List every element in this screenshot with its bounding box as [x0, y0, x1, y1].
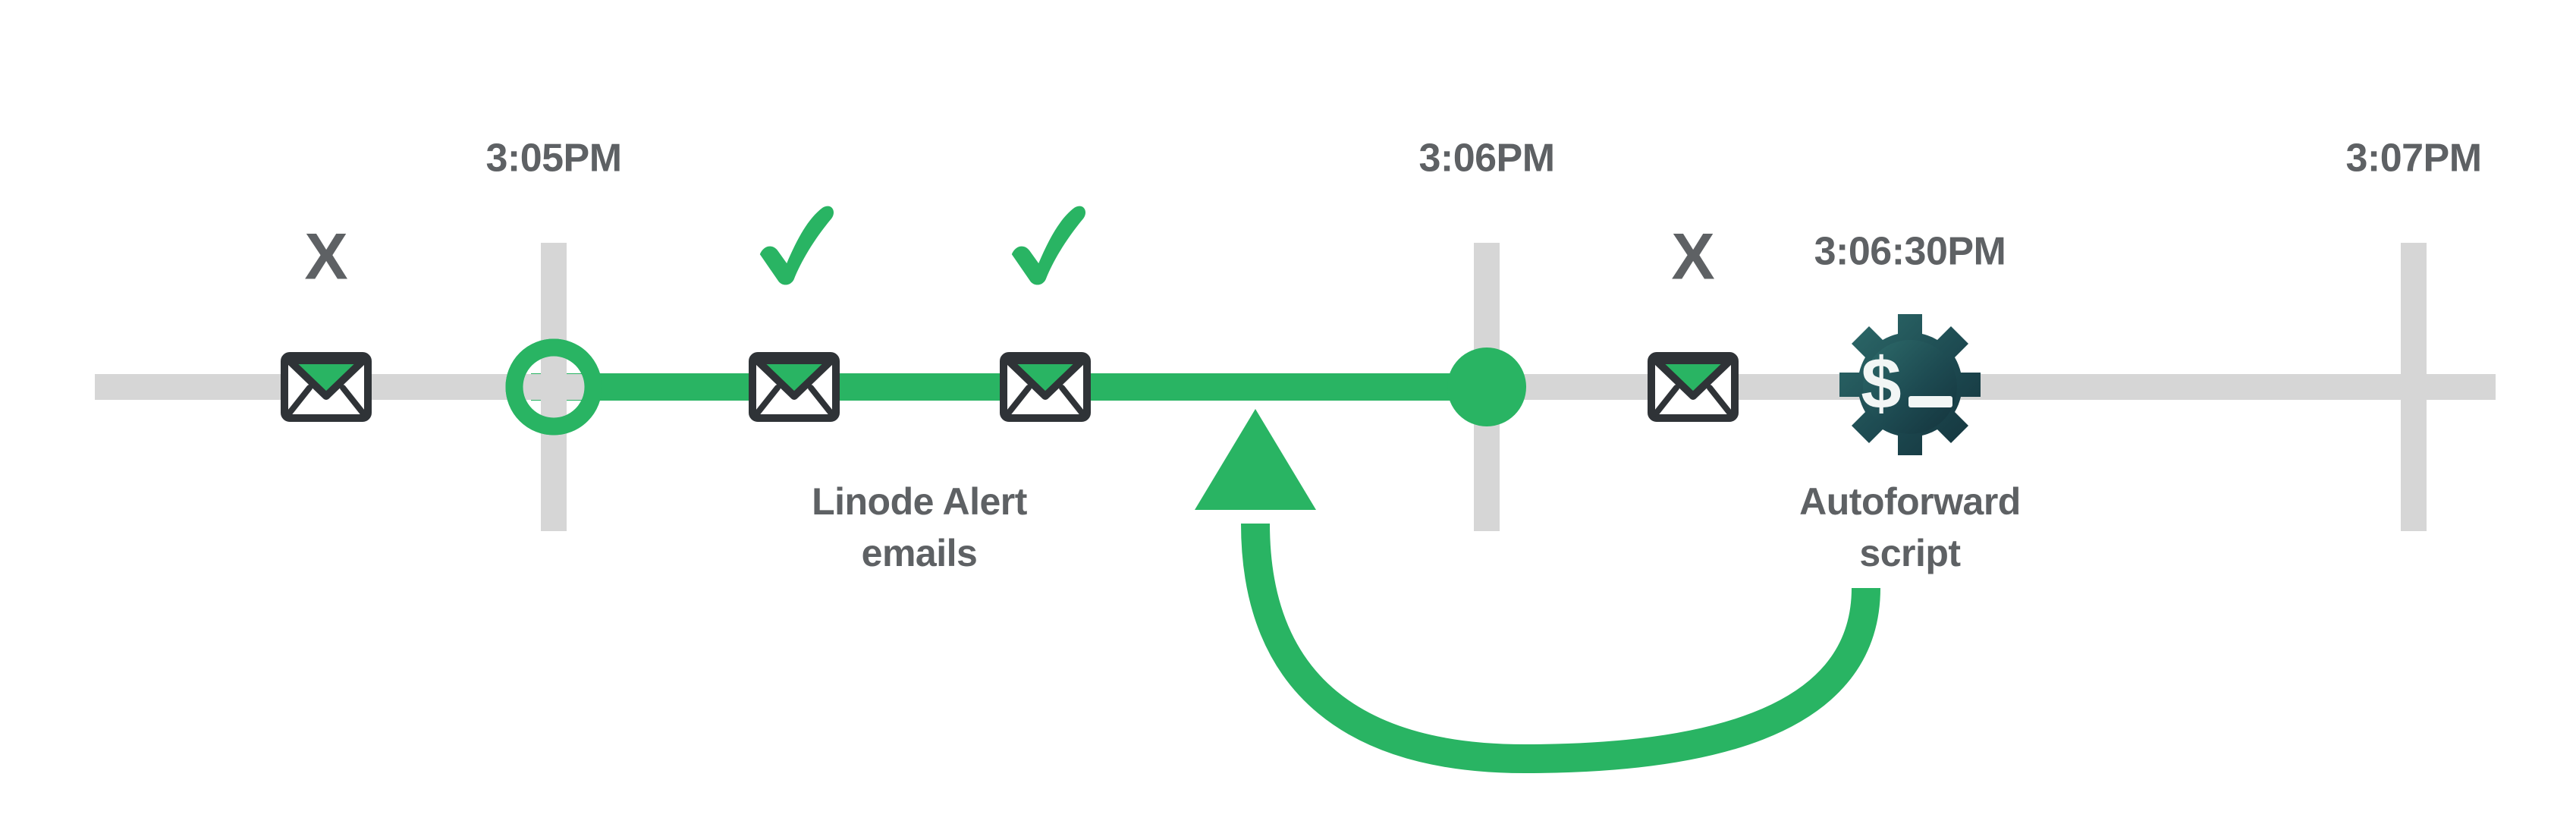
autoforward-label-line2: script: [1859, 532, 1961, 574]
marker-start-ring: [505, 338, 602, 436]
event-email-delivered-1[interactable]: [752, 206, 836, 418]
x-mark-icon: X: [304, 221, 347, 294]
gear-terminal-icon: [1839, 314, 1981, 455]
event-email-blocked-2[interactable]: X: [1651, 221, 1735, 418]
x-mark-icon: X: [1671, 221, 1714, 294]
linode-alert-label-line1: Linode Alert: [812, 480, 1028, 523]
event-email-blocked-1[interactable]: X: [284, 221, 368, 418]
check-mark-icon: [759, 206, 834, 285]
event-email-delivered-2[interactable]: [1004, 206, 1087, 418]
autoforward-timestamp: 3:06:30PM: [1814, 230, 2006, 274]
envelope-icon: [284, 356, 368, 418]
autoforward-label-line1: Autoforward: [1799, 480, 2021, 523]
marker-end-dot: [1447, 348, 1526, 426]
envelope-icon: [1651, 356, 1735, 418]
linode-alert-label-line2: emails: [862, 532, 978, 574]
autoforward-feedback-arrow: [1195, 409, 1880, 774]
event-autoforward-script[interactable]: [1839, 314, 1981, 455]
envelope-icon: [752, 356, 836, 418]
tick-mark-307: [2401, 243, 2427, 531]
tick-label-306: 3:06PM: [1418, 137, 1554, 181]
envelope-icon: [1004, 356, 1087, 418]
tick-label-307: 3:07PM: [2345, 137, 2481, 181]
tick-label-305: 3:05PM: [485, 137, 621, 181]
check-mark-icon: [1011, 206, 1086, 285]
